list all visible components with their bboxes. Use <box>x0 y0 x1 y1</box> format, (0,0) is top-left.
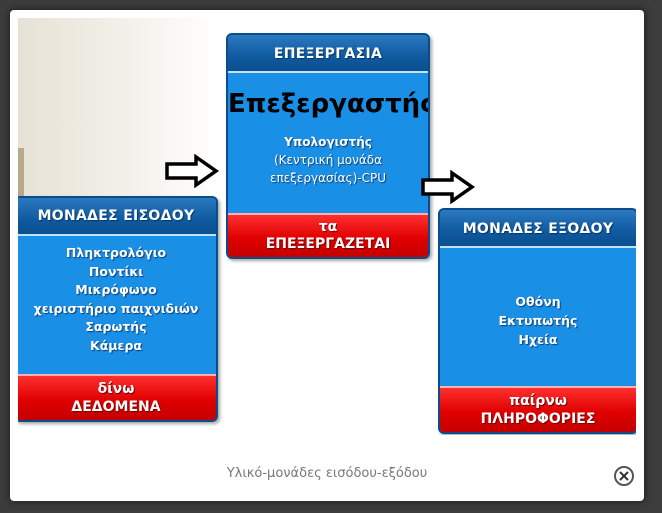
processing-box: ΕΠΕΞΕΡΓΑΣΙΑ Επεξεργαστής Υπολογιστής (Κε… <box>226 33 430 259</box>
input-units-footer: δίνω ΔΕΔΟΜΕΝΑ <box>18 374 216 420</box>
input-item: Κάμερα <box>90 337 142 353</box>
input-item: Σαρωτής <box>85 319 147 334</box>
processing-footer-line: ΕΠΕΞΕΡΓΑΖΕΤΑΙ <box>265 236 391 252</box>
background-strip <box>18 148 24 198</box>
output-units-footer: παίρνω ΠΛΗΡΟΦΟΡΙΕΣ <box>440 386 636 432</box>
arrow-right-icon <box>165 154 220 188</box>
input-item: Πληκτρολόγιο <box>65 245 167 260</box>
output-units-list: Οθόνη Εκτυπωτής Ηχεία <box>440 292 636 349</box>
lightbox: ΜΟΝΑΔΕΣ ΕΙΣΟΔΟΥ Πληκτρολόγιο Ποντίκι Μικ… <box>10 10 644 501</box>
input-footer-line: ΔΕΔΟΜΕΝΑ <box>71 399 161 415</box>
output-item: Οθόνη <box>515 294 561 309</box>
input-units-title: ΜΟΝΑΔΕΣ ΕΙΣΟΔΟΥ <box>18 198 216 236</box>
processing-description: Υπολογιστής (Κεντρική μονάδα επεξεργασία… <box>228 133 428 187</box>
input-item: Ποντίκι <box>88 263 144 279</box>
input-footer-line: δίνω <box>97 381 135 397</box>
output-item: Εκτυπωτής <box>498 313 578 328</box>
input-item: Μικρόφωνο <box>75 282 157 297</box>
processing-line: Υπολογιστής <box>284 135 372 149</box>
close-button[interactable] <box>614 466 634 486</box>
output-units-title: ΜΟΝΑΔΕΣ ΕΞΟΔΟΥ <box>440 210 636 248</box>
input-units-box: ΜΟΝΑΔΕΣ ΕΙΣΟΔΟΥ Πληκτρολόγιο Ποντίκι Μικ… <box>18 196 218 422</box>
input-units-list: Πληκτρολόγιο Ποντίκι Μικρόφωνο χειριστήρ… <box>18 244 216 355</box>
processor-label: Επεξεργαστής <box>228 89 430 119</box>
slide-image: ΜΟΝΑΔΕΣ ΕΙΣΟΔΟΥ Πληκτρολόγιο Ποντίκι Μικ… <box>18 18 636 435</box>
image-caption: Υλικό-μονάδες εισόδου-εξόδου <box>226 466 428 481</box>
processing-footer: τα ΕΠΕΞΕΡΓΑΖΕΤΑΙ <box>228 213 428 257</box>
processing-line: επεξεργασίας)-CPU <box>269 171 387 185</box>
output-units-box: ΜΟΝΑΔΕΣ ΕΞΟΔΟΥ Οθόνη Εκτυπωτής Ηχεία παί… <box>438 208 636 434</box>
output-footer-line: παίρνω <box>509 393 567 409</box>
arrow-right-icon <box>421 170 476 204</box>
output-item: Ηχεία <box>518 332 558 347</box>
output-footer-line: ΠΛΗΡΟΦΟΡΙΕΣ <box>480 411 596 427</box>
input-item: χειριστήριο παιχνιδιών <box>33 300 199 316</box>
close-icon[interactable] <box>619 471 629 481</box>
processing-line: (Κεντρική μονάδα <box>274 153 382 167</box>
processing-footer-line: τα <box>318 219 338 235</box>
processing-title: ΕΠΕΞΕΡΓΑΣΙΑ <box>228 35 428 73</box>
